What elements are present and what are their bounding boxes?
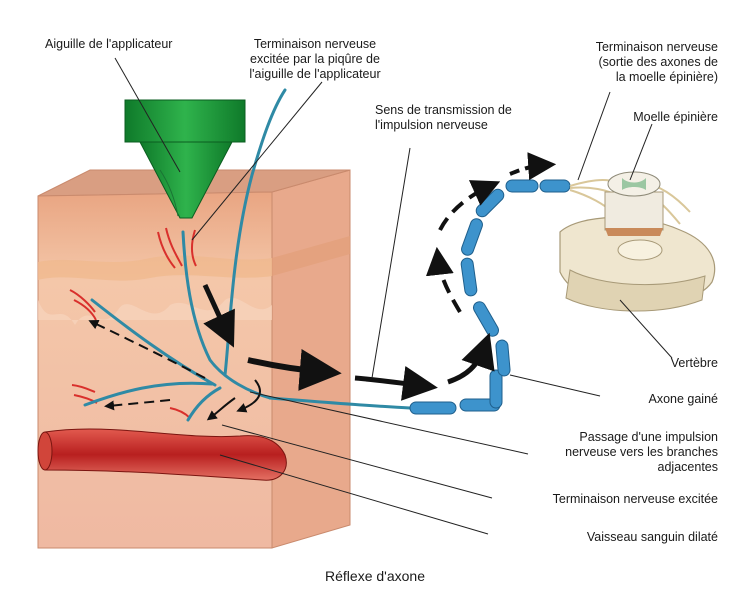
applicator-needle (124, 99, 246, 219)
impulse-arrows (88, 152, 557, 421)
spinal-cord (607, 171, 661, 197)
label-nerve-ending-pricked: Terminaison nerveuse excitée par la piqû… (249, 37, 381, 81)
label-needle: Aiguille de l'applicateur (45, 37, 173, 51)
label-transmission-direction: Sens de transmission de l'impulsion nerv… (375, 103, 512, 132)
label-dilated-vessel: Vaisseau sanguin dilaté (586, 530, 718, 544)
label-vertebra: Vertèbre (670, 356, 718, 370)
sheathed-axon (409, 179, 571, 415)
label-spinal-cord: Moelle épinière (633, 110, 718, 124)
leader-lines (114, 57, 673, 535)
dilated-blood-vessel (37, 428, 287, 481)
label-excited-nerve-ending: Terminaison nerveuse excitée (552, 492, 718, 506)
vertebra (559, 191, 716, 312)
label-impulse-passage: Passage d'une impulsion nerveuse vers le… (565, 430, 718, 474)
label-sheathed-axon: Axone gainé (648, 392, 718, 406)
figure-caption: Réflexe d'axone (325, 568, 425, 584)
label-nerve-ending-spinal: Terminaison nerveuse (sortie des axones … (595, 40, 718, 84)
skin-block (37, 169, 351, 549)
